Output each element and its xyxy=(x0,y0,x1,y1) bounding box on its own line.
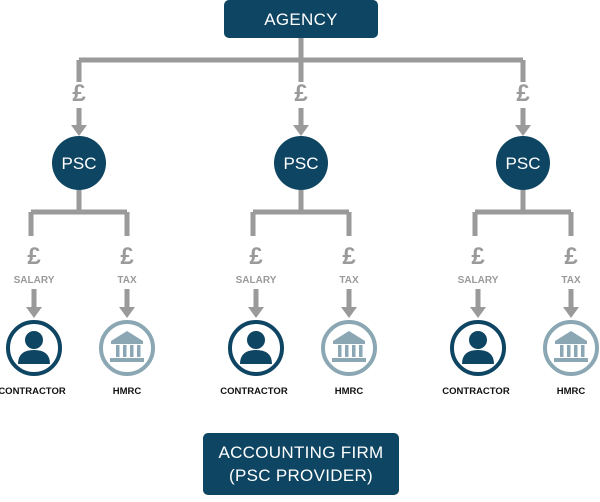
contractor-label: CONTRACTOR xyxy=(442,386,510,397)
psc-split-connector xyxy=(253,190,349,215)
accounting-firm-line1: ACCOUNTING FIRM xyxy=(218,443,383,462)
pound-icon: £ xyxy=(342,243,356,270)
salary-flow: £ SALARY xyxy=(236,212,277,318)
pound-icon: £ xyxy=(471,243,485,270)
hmrc-label: HMRC xyxy=(335,386,364,397)
accounting-firm-line2: (PSC PROVIDER) xyxy=(229,466,373,485)
bank-building-icon xyxy=(99,320,155,376)
contractor-label: CONTRACTOR xyxy=(0,386,66,397)
contractor-node: CONTRACTOR xyxy=(220,320,288,397)
hmrc-label: HMRC xyxy=(557,386,586,397)
pound-icon: £ xyxy=(294,80,308,107)
tax-label: TAX xyxy=(561,275,581,286)
contractor-node: CONTRACTOR xyxy=(0,320,66,397)
agency-label: AGENCY xyxy=(264,10,338,29)
hmrc-node: HMRC xyxy=(321,320,377,397)
branch-2: £ PSC £ SALARY £ TAX CONTRACTOR HMRC xyxy=(220,60,377,397)
hmrc-label: HMRC xyxy=(113,386,142,397)
branches: £ PSC £ SALARY £ TAX CONTRACTOR HMRC £ PSC £ SALARY… xyxy=(0,60,599,397)
salary-flow: £ SALARY xyxy=(14,212,55,318)
psc-node: PSC xyxy=(496,136,550,190)
psc-split-connector xyxy=(31,190,127,215)
bank-building-icon xyxy=(321,320,377,376)
tax-flow: £ TAX xyxy=(561,212,581,318)
psc-label: PSC xyxy=(62,154,97,173)
salary-flow: £ SALARY xyxy=(458,212,499,318)
tax-flow: £ TAX xyxy=(339,212,359,318)
branch-1: £ PSC £ SALARY £ TAX CONTRACTOR HMRC xyxy=(0,60,155,397)
psc-label: PSC xyxy=(284,154,319,173)
pound-icon: £ xyxy=(72,80,86,107)
tax-flow: £ TAX xyxy=(117,212,137,318)
salary-label: SALARY xyxy=(236,275,277,286)
pound-icon: £ xyxy=(27,243,41,270)
pound-icon: £ xyxy=(516,80,530,107)
salary-label: SALARY xyxy=(458,275,499,286)
payment-to-psc: £ xyxy=(71,60,87,136)
tax-label: TAX xyxy=(339,275,359,286)
tax-label: TAX xyxy=(117,275,137,286)
agency-node: AGENCY xyxy=(224,0,378,38)
psc-node: PSC xyxy=(274,136,328,190)
psc-split-connector xyxy=(475,190,571,215)
payment-to-psc: £ xyxy=(515,60,531,136)
contractor-node: CONTRACTOR xyxy=(442,320,510,397)
contractor-label: CONTRACTOR xyxy=(220,386,288,397)
hmrc-node: HMRC xyxy=(543,320,599,397)
pound-icon: £ xyxy=(564,243,578,270)
hmrc-node: HMRC xyxy=(99,320,155,397)
bank-building-icon xyxy=(543,320,599,376)
person-icon xyxy=(6,320,62,376)
person-icon xyxy=(228,320,284,376)
psc-label: PSC xyxy=(506,154,541,173)
person-icon xyxy=(450,320,506,376)
pound-icon: £ xyxy=(120,243,134,270)
pound-icon: £ xyxy=(249,243,263,270)
branch-3: £ PSC £ SALARY £ TAX CONTRACTOR HMRC xyxy=(442,60,599,397)
payment-to-psc: £ xyxy=(293,60,309,136)
accounting-firm-node: ACCOUNTING FIRM (PSC PROVIDER) xyxy=(203,433,399,495)
salary-label: SALARY xyxy=(14,275,55,286)
psc-node: PSC xyxy=(52,136,106,190)
agency-connector xyxy=(79,38,523,63)
